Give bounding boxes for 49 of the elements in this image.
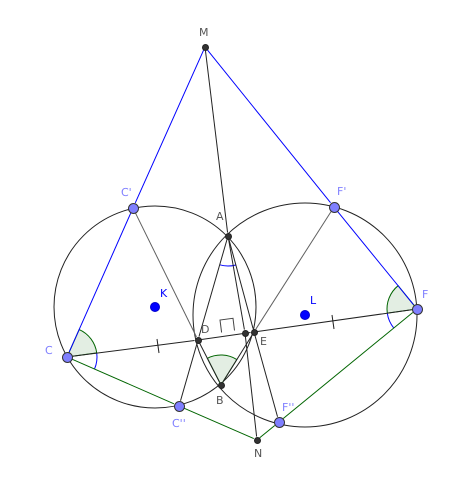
- point-dot: [128, 202, 138, 214]
- point-dot: [242, 330, 248, 336]
- point-dot: [224, 232, 232, 240]
- line-segment: [206, 49, 332, 204]
- point-label: C': [121, 187, 132, 199]
- line-segment: [204, 50, 228, 234]
- line-segment: [72, 340, 196, 357]
- point-dot: [254, 436, 260, 444]
- point-label: E: [260, 336, 267, 348]
- point-dot: [194, 336, 202, 344]
- line-segment: [200, 332, 252, 340]
- line-segment: [134, 212, 197, 338]
- point-dot: [250, 328, 258, 336]
- point-label: C'': [172, 418, 186, 430]
- point-dot: [150, 302, 160, 312]
- line-segment: [72, 358, 174, 404]
- line-segment: [244, 336, 258, 438]
- point-label: F': [337, 186, 346, 198]
- point-dot: [274, 416, 284, 428]
- line-segment: [180, 342, 198, 402]
- line-segment: [222, 334, 253, 383]
- point-dot: [174, 400, 184, 412]
- line-segment: [254, 334, 278, 418]
- point-dot: [300, 310, 310, 320]
- line-segment: [68, 212, 132, 352]
- line-segment: [199, 342, 220, 382]
- point-label: A: [216, 211, 224, 223]
- point-label: C: [45, 345, 53, 357]
- line-segment: [256, 309, 412, 332]
- point-dot: [328, 202, 340, 212]
- point-label: L: [310, 295, 316, 307]
- point-label: K: [160, 288, 168, 300]
- line-segment: [228, 238, 254, 330]
- line-segment: [228, 238, 245, 330]
- line-segment: [336, 210, 414, 306]
- point-dot: [202, 44, 208, 50]
- line-segment: [184, 408, 254, 440]
- point-label: B: [216, 395, 224, 407]
- line-segment: [282, 312, 414, 420]
- point-label: F: [422, 289, 428, 301]
- line-segment: [255, 211, 332, 330]
- point-label: M: [199, 27, 208, 39]
- point-label: N: [254, 448, 262, 460]
- line-segment: [259, 424, 276, 438]
- point-label: F'': [282, 402, 294, 414]
- point-label: D: [201, 324, 210, 336]
- line-segment: [198, 238, 228, 338]
- point-dot: [62, 352, 72, 362]
- line-segment: [134, 50, 204, 204]
